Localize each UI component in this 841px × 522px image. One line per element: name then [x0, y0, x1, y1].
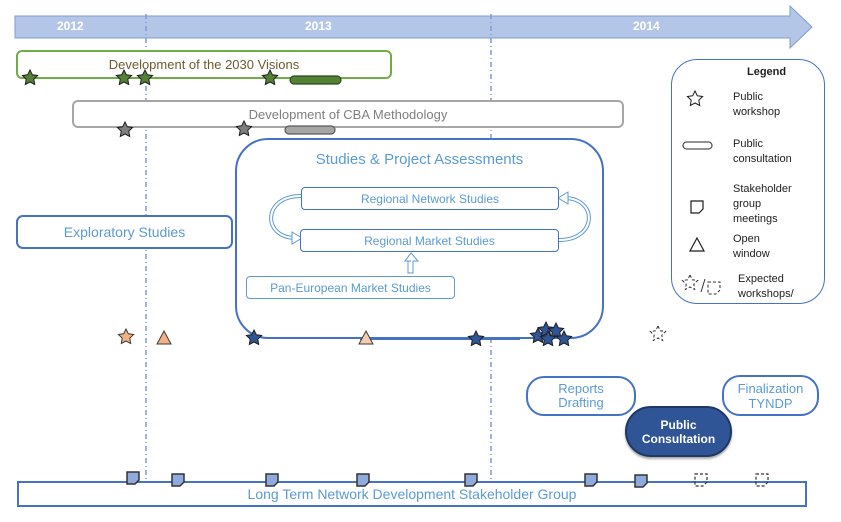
workshop-star-visions — [136, 69, 154, 85]
timeline-arrow — [14, 4, 813, 50]
stakeholder-group-label: Long Term Network Development Stakeholde… — [247, 486, 577, 502]
regional-market-studies-label: Regional Market Studies — [364, 233, 495, 248]
expected-meeting-note — [755, 473, 769, 487]
reports-label-line2: Drafting — [558, 395, 604, 410]
studies-title: Studies & Project Assessments — [315, 151, 524, 168]
stakeholder-meeting-note — [265, 473, 279, 487]
stakeholder-meeting-note — [126, 471, 140, 485]
regional-network-studies-label: Regional Network Studies — [360, 191, 500, 206]
workshop-star-visions — [261, 69, 279, 85]
star-outline-icon — [686, 90, 704, 106]
workshop-star-studies — [467, 330, 485, 346]
workshop-star-studies — [245, 329, 263, 345]
finalization-label-line1: Finalization — [737, 380, 804, 396]
expected-icon — [681, 274, 721, 295]
phase-cba: Development of CBA Methodology — [72, 100, 624, 128]
stakeholder-meeting-note — [356, 473, 370, 487]
consultation-pill-cba — [284, 125, 336, 135]
stakeholder-group-bar: Long Term Network Development Stakeholde… — [17, 481, 807, 507]
open-window-triangle — [156, 329, 172, 345]
year-label-2014: 2014 — [633, 19, 660, 33]
pan-european-market-studies-label: Pan-European Market Studies — [270, 280, 431, 295]
phase-reports-drafting: Reports Drafting — [526, 376, 636, 416]
expected-workshop-star — [649, 325, 667, 341]
year-label-2013: 2013 — [305, 19, 332, 33]
year-label-2012: 2012 — [57, 19, 84, 33]
pill-outline-icon — [682, 141, 713, 150]
public-consultation-label-line2: Consultation — [641, 431, 716, 446]
up-arrow — [404, 252, 420, 274]
pan-european-market-studies-box: Pan-European Market Studies — [246, 276, 455, 299]
phase-visions: Development of the 2030 Visions — [16, 50, 392, 79]
workshop-star-cba — [116, 121, 134, 137]
stakeholder-meeting-note — [584, 473, 598, 487]
note-outline-icon — [690, 200, 704, 214]
expected-meeting-note — [694, 473, 708, 487]
legend-title: Legend — [747, 66, 787, 78]
phase-cba-label: Development of CBA Methodology — [248, 106, 448, 122]
public-consultation-label-line1: Public — [660, 417, 697, 432]
regional-market-studies-box: Regional Market Studies — [300, 229, 559, 252]
workshop-star-cba — [235, 120, 253, 136]
consultation-pill-visions — [289, 75, 342, 85]
open-window-triangle — [358, 329, 374, 345]
phase-visions-label: Development of the 2030 Visions — [108, 57, 300, 72]
phase-exploratory-studies: Exploratory Studies — [16, 215, 233, 249]
workshop-star-exploratory — [117, 328, 135, 344]
stakeholder-meeting-note — [171, 473, 185, 487]
workshop-star-visions — [115, 69, 133, 85]
finalization-label-line2: TYNDP — [748, 395, 793, 411]
phase-finalization-tyndp: Finalization TYNDP — [722, 375, 819, 416]
workshop-star-visions — [21, 69, 39, 85]
phase-public-consultation: Public Consultation — [625, 406, 732, 457]
exploratory-studies-label: Exploratory Studies — [63, 224, 186, 240]
regional-network-studies-box: Regional Network Studies — [301, 187, 559, 210]
reports-label-line1: Reports — [558, 381, 604, 396]
triangle-outline-icon — [688, 236, 706, 252]
stakeholder-meeting-note — [464, 473, 478, 487]
stakeholder-meeting-note — [634, 474, 648, 488]
